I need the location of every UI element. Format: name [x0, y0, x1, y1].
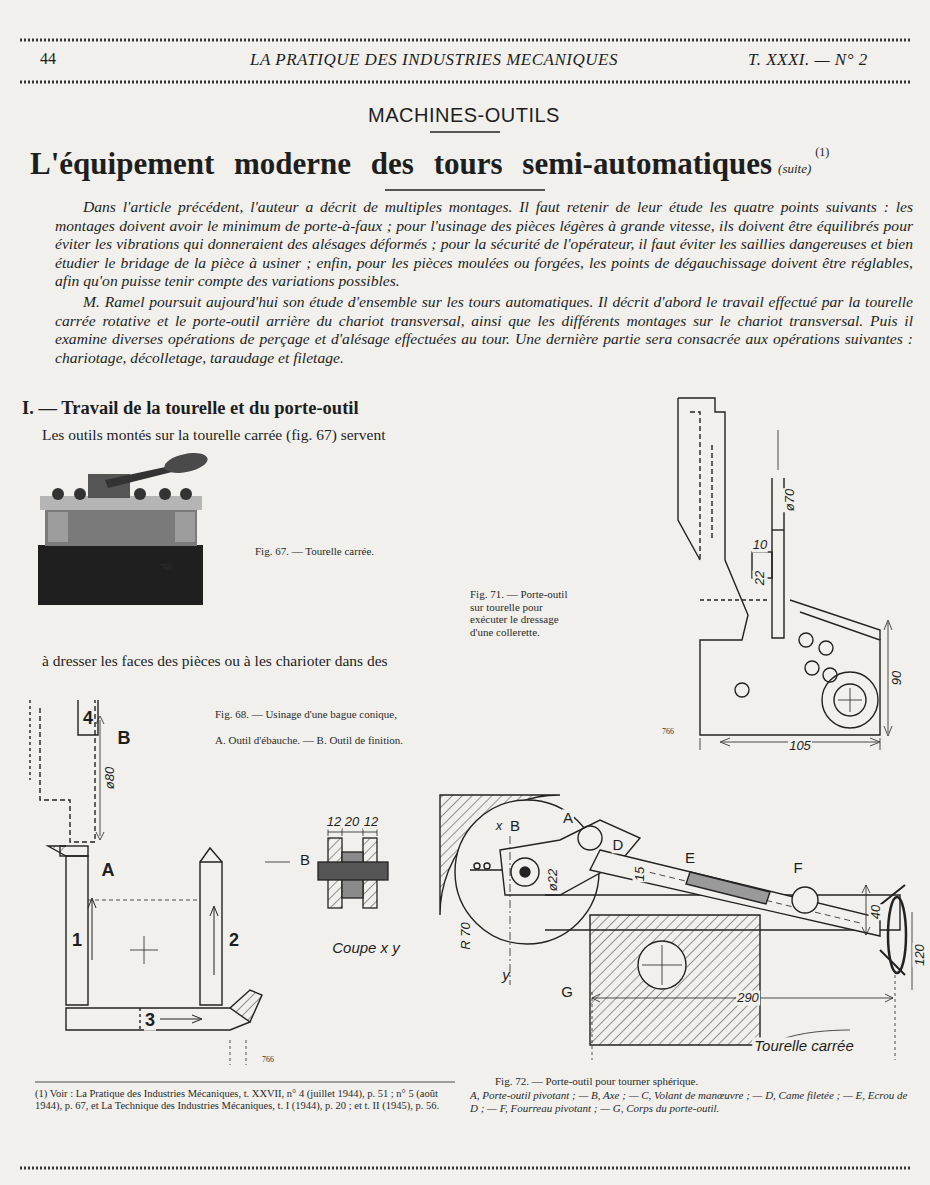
section-heading: I. — Travail de la tourelle et du porte-…	[22, 398, 359, 419]
dimension: 15	[633, 866, 648, 882]
figure-caption: Fig. 68. — Usinage d'une bague conique,	[215, 708, 470, 721]
toolpost-photo	[38, 450, 209, 605]
fig68-drawing	[30, 700, 290, 1065]
callout-number: 4	[82, 708, 94, 729]
section-letter: y	[502, 966, 510, 983]
footnote-mark: (1)	[815, 146, 829, 160]
plate-mark: 766	[262, 1055, 274, 1064]
dimension: 20	[344, 815, 360, 830]
plate-mark: 766	[662, 727, 674, 736]
fig71-drawing	[678, 398, 892, 750]
callout-letter: F	[792, 859, 803, 876]
section-label: Coupe x y	[332, 939, 400, 956]
callout-letter: B	[299, 851, 311, 868]
dimension: 12	[363, 815, 379, 830]
figure-caption: A. Outil d'ébauche. — B. Outil de finiti…	[215, 734, 470, 747]
title-suffix: (suite)	[778, 162, 811, 177]
callout-letter: A	[562, 809, 574, 826]
dimension: 40	[869, 904, 884, 920]
callout-number: 1	[71, 930, 83, 951]
figure-legend: A, Porte-outil pivotant ; — B, Axe ; — C…	[470, 1089, 915, 1114]
dimension: ø80	[103, 766, 118, 790]
section-name: MACHINES-OUTILS	[368, 104, 560, 127]
dimension: ø70	[783, 488, 798, 512]
section-letter: x	[495, 819, 504, 834]
plate-mark: 766	[160, 563, 172, 572]
dimension: 12	[326, 815, 342, 830]
running-head: LA PRATIQUE DES INDUSTRIES MECANIQUES	[250, 50, 618, 70]
figure-caption: Fig. 71. — Porte-outil sur tourelle pour…	[470, 588, 580, 638]
fig72-drawing	[440, 795, 912, 1060]
footnote: (1) Voir : La Pratique des Industries Mé…	[35, 1088, 455, 1113]
dimension: 120	[913, 943, 928, 967]
callout-letter: G	[560, 983, 574, 1000]
issue-number: T. XXXI. — N° 2	[748, 50, 868, 70]
figure-caption: Fig. 67. — Tourelle carrée.	[255, 545, 455, 558]
callout-number: 3	[144, 1010, 156, 1031]
dimension: 105	[788, 739, 812, 754]
dimension: 90	[890, 670, 905, 686]
dimension: 290	[736, 991, 760, 1006]
lead-paragraph: Dans l'article précédent, l'auteur a déc…	[55, 198, 913, 291]
section-xy	[318, 828, 388, 908]
page-rules	[20, 40, 912, 1168]
dimension: 10	[752, 538, 768, 553]
callout-letter: B	[117, 728, 132, 749]
dimension: R 70	[459, 921, 474, 950]
body-text: Les outils montés sur la tourelle carrée…	[42, 426, 385, 444]
dimension: 22	[753, 570, 768, 586]
lead-paragraph: M. Ramel poursuit aujourd'hui son étude …	[55, 293, 913, 367]
dimension: ø22	[546, 868, 561, 892]
callout-number: 2	[228, 930, 240, 951]
body-text: à dresser les faces des pièces ou à les …	[42, 652, 388, 670]
part-label: Tourelle carrée	[752, 1037, 856, 1054]
page-title: L'équipement moderne des tours semi-auto…	[30, 146, 772, 182]
page-number: 44	[40, 50, 56, 68]
figure-caption: Fig. 72. — Porte-outil pour tourner sphé…	[495, 1075, 915, 1088]
callout-letter: D	[612, 836, 625, 853]
callout-letter: A	[101, 860, 116, 881]
callout-letter: B	[509, 817, 521, 834]
callout-letter: E	[684, 849, 696, 866]
